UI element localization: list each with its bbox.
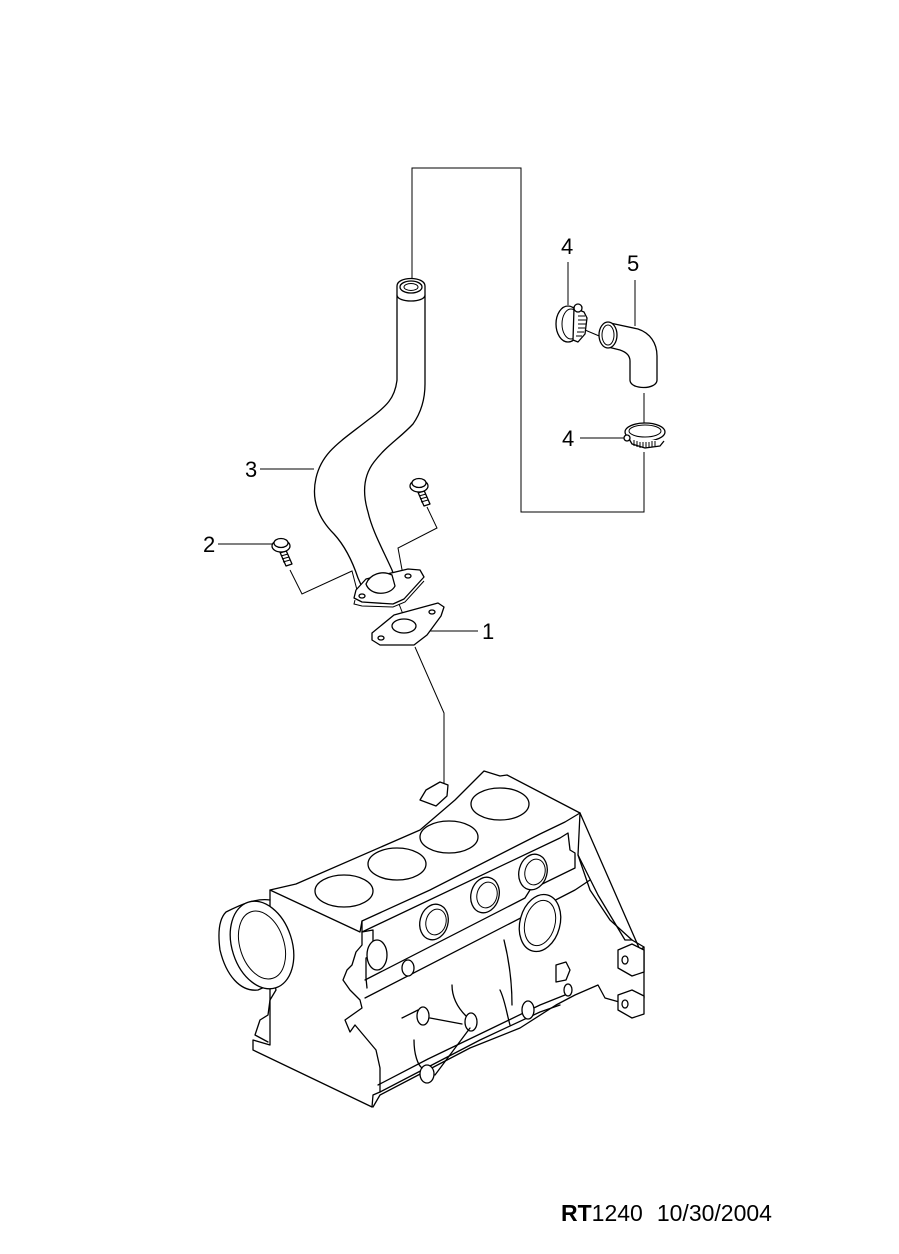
footer-date: 10/30/2004 <box>656 1200 772 1226</box>
bolt-right[interactable] <box>409 477 431 507</box>
bolt-left[interactable] <box>271 537 293 567</box>
engine-block[interactable] <box>218 770 645 1108</box>
gasket-hole-left <box>377 635 385 641</box>
gasket-hole-right <box>428 609 436 615</box>
gasket[interactable] <box>371 602 445 646</box>
hose-clamp-lower[interactable] <box>623 422 666 449</box>
cylinder-bore-2 <box>367 847 427 881</box>
hose-clamp-upper[interactable] <box>555 303 588 343</box>
callout-5[interactable]: 5 <box>627 251 639 326</box>
callout-2[interactable]: 2 <box>203 532 272 557</box>
cylinder-bore-1 <box>314 874 374 908</box>
flange-hole-left <box>358 593 366 599</box>
leader-lines <box>289 167 645 784</box>
leader-pipe-to-hose-loop <box>411 167 645 513</box>
callout-2-label: 2 <box>203 532 215 557</box>
core-plug-3 <box>518 853 548 891</box>
coolant-pipe[interactable] <box>313 277 426 597</box>
pipe-opening <box>399 280 423 294</box>
cylinder-bore-4 <box>470 787 530 821</box>
diagram-footer: RT1240 10/30/2004 <box>561 1200 772 1227</box>
leader-bolt-right <box>397 506 438 576</box>
block-front-face <box>252 889 381 1108</box>
ref-number: 1240 <box>591 1200 643 1226</box>
cylinder-bore-3 <box>419 820 479 854</box>
callout-3-label: 3 <box>245 457 257 482</box>
callout-4-upper-label: 4 <box>561 234 573 259</box>
callout-4-upper[interactable]: 4 <box>561 234 573 305</box>
callout-4-lower[interactable]: 4 <box>562 426 625 451</box>
leader-gasket-to-block <box>414 646 445 784</box>
callout-5-label: 5 <box>627 251 639 276</box>
callouts: 1 2 3 4 4 5 <box>203 234 639 644</box>
flange-hole-right <box>404 573 412 579</box>
elbow-hose[interactable] <box>598 321 658 389</box>
gasket-port <box>391 618 417 634</box>
callout-1-label: 1 <box>482 619 494 644</box>
pipe-flange <box>353 568 425 608</box>
callout-3[interactable]: 3 <box>245 457 314 482</box>
callout-4-lower-label: 4 <box>562 426 574 451</box>
core-plug-1 <box>419 903 449 941</box>
ref-prefix: RT <box>561 1200 592 1226</box>
leader-bolt-left <box>289 569 358 595</box>
core-plug-2 <box>470 876 500 914</box>
